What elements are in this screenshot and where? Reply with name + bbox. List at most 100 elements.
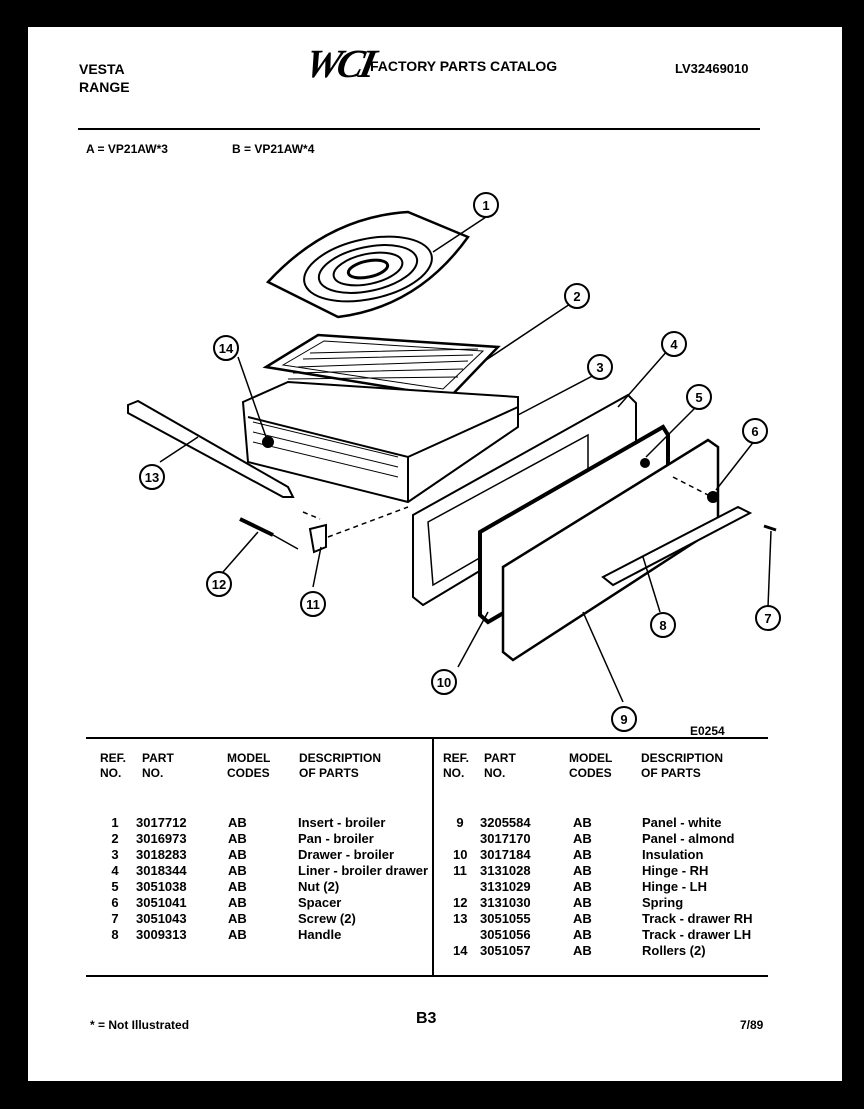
- cell-part: 3051038: [136, 879, 187, 894]
- product-type: RANGE: [79, 79, 130, 95]
- cell-desc: Drawer - broiler: [298, 847, 395, 862]
- callout-12: 12: [212, 577, 226, 592]
- table-bottom-rule: [86, 975, 768, 977]
- cell-ref: 5: [111, 879, 119, 894]
- cell-model: AB: [573, 943, 592, 958]
- callout-1: 1: [482, 198, 489, 213]
- handle-drawing: [601, 505, 753, 587]
- callout-14: 14: [219, 341, 234, 356]
- cell-part: 3131029: [480, 879, 531, 894]
- cell-ref: 6: [111, 895, 119, 910]
- cell-ref: 9: [456, 815, 464, 830]
- header-rule: [78, 128, 760, 130]
- cell-desc: Pan - broiler: [298, 831, 374, 846]
- callout-8: 8: [659, 618, 666, 633]
- cell-part: 3131028: [480, 863, 531, 878]
- callout-3: 3: [596, 360, 603, 375]
- cell-desc: Liner - broiler drawer: [298, 863, 429, 878]
- cell-model: AB: [573, 847, 592, 862]
- broiler-insert-drawing: [265, 210, 470, 319]
- cell-desc: Hinge - RH: [642, 863, 709, 878]
- cell-model: AB: [228, 911, 247, 926]
- cell-part: 3131030: [480, 895, 531, 910]
- catalog-page: VESTA RANGE WCI FACTORY PARTS CATALOG LV…: [28, 27, 842, 1081]
- screw-drawing: [763, 524, 777, 532]
- cell-ref: 10: [453, 847, 468, 862]
- cell-part: 3051043: [136, 911, 187, 926]
- cell-desc: Insulation: [642, 847, 704, 862]
- page-number: B3: [416, 1010, 437, 1027]
- cell-part: 3051057: [480, 943, 531, 958]
- cell-ref: 14: [453, 943, 468, 958]
- cell-model: AB: [228, 863, 247, 878]
- wci-logo: WCI: [301, 41, 377, 86]
- cell-model: AB: [228, 895, 247, 910]
- cell-desc: Spring: [642, 895, 684, 910]
- cell-model: AB: [228, 815, 247, 830]
- cell-model: AB: [573, 863, 592, 878]
- cell-part: 3205584: [480, 815, 531, 830]
- cell-model: AB: [573, 927, 592, 942]
- drawer-track-drawing: [127, 399, 295, 498]
- cell-ref: 8: [111, 927, 119, 942]
- callout-circles: [139, 192, 781, 732]
- cell-ref: 7: [111, 911, 119, 926]
- cell-part: 3017712: [136, 815, 187, 830]
- callout-9: 9: [620, 712, 627, 727]
- cell-part: 3017170: [480, 831, 531, 846]
- cell-model: AB: [573, 911, 592, 926]
- cell-part: 3051056: [480, 927, 531, 942]
- cell-model: AB: [228, 831, 247, 846]
- brand-block: VESTA RANGE: [79, 60, 130, 96]
- table-top-rule: [86, 737, 768, 739]
- spring-drawing: [239, 517, 274, 537]
- cell-ref: 4: [111, 863, 119, 878]
- cell-desc: Hinge - LH: [642, 879, 707, 894]
- header-ref-right: REF.NO.: [443, 751, 470, 780]
- catalog-title: FACTORY PARTS CATALOG: [370, 58, 558, 74]
- hinge-drawing: [308, 523, 327, 554]
- nut-drawing: [640, 458, 650, 468]
- cell-ref: 2: [111, 831, 119, 846]
- cell-ref: 11: [453, 863, 467, 878]
- broiler-drawer-drawing: [241, 380, 519, 504]
- cell-ref: 3: [111, 847, 119, 862]
- model-b: B = VP21AW*4: [232, 142, 315, 156]
- callout-2: 2: [573, 289, 580, 304]
- cell-desc: Panel - almond: [642, 831, 735, 846]
- cell-model: AB: [228, 879, 247, 894]
- table-center-rule: [432, 739, 434, 977]
- cell-desc: Rollers (2): [642, 943, 706, 958]
- cell-part: 3051041: [136, 895, 187, 910]
- cell-desc: Insert - broiler: [298, 815, 386, 830]
- exploded-parts-diagram: 1 2 3 4 5 6 7 8 9 10 11 12 13 14 E0254: [127, 192, 781, 737]
- header-ref: REF.NO.: [100, 751, 127, 780]
- callout-13: 13: [145, 470, 159, 485]
- cell-ref: 13: [453, 911, 468, 926]
- cell-part: 3018283: [136, 847, 187, 862]
- callout-5: 5: [695, 390, 702, 405]
- brand-name: VESTA: [79, 61, 125, 77]
- cell-part: 3051055: [480, 911, 531, 926]
- catalog-number: LV32469010: [675, 61, 749, 76]
- cell-model: AB: [573, 831, 592, 846]
- callout-4: 4: [670, 337, 678, 352]
- cell-desc: Track - drawer RH: [642, 911, 753, 926]
- callout-10: 10: [437, 675, 451, 690]
- cell-desc: Screw (2): [298, 911, 356, 926]
- model-a: A = VP21AW*3: [86, 142, 168, 156]
- footer-date: 7/89: [740, 1018, 764, 1032]
- cell-desc: Track - drawer LH: [642, 927, 752, 942]
- cell-model: AB: [228, 927, 247, 942]
- callout-6: 6: [751, 424, 758, 439]
- cell-model: AB: [573, 815, 592, 830]
- cell-part: 3017184: [480, 847, 531, 862]
- footer-note: * = Not Illustrated: [90, 1018, 190, 1032]
- spacer-drawing: [707, 491, 719, 503]
